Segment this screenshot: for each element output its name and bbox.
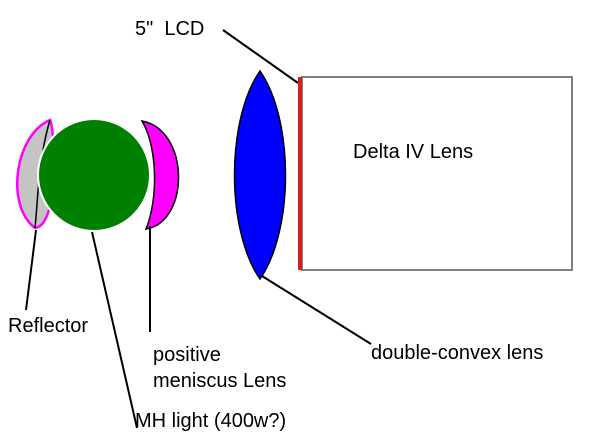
double-convex-lens [233,69,287,281]
mh-light-bulb [37,118,151,232]
meniscus-label-line1: positive [153,344,221,366]
lcd-panel [298,77,302,270]
leader-mh-light [91,231,138,429]
leader-lines [25,29,372,429]
mh-light-label: MH light (400w?) [135,410,286,432]
leader-double-convex [261,275,372,345]
leader-reflector [25,229,37,311]
lcd-label: 5" LCD [135,18,204,40]
double-convex-label: double-convex lens [371,342,543,364]
leader-lcd [222,29,299,84]
meniscus-label-line2: meniscus Lens [153,370,286,392]
reflector-label: Reflector [8,315,88,337]
delta-iv-box [301,76,573,271]
delta-iv-label: Delta IV Lens [353,141,473,163]
